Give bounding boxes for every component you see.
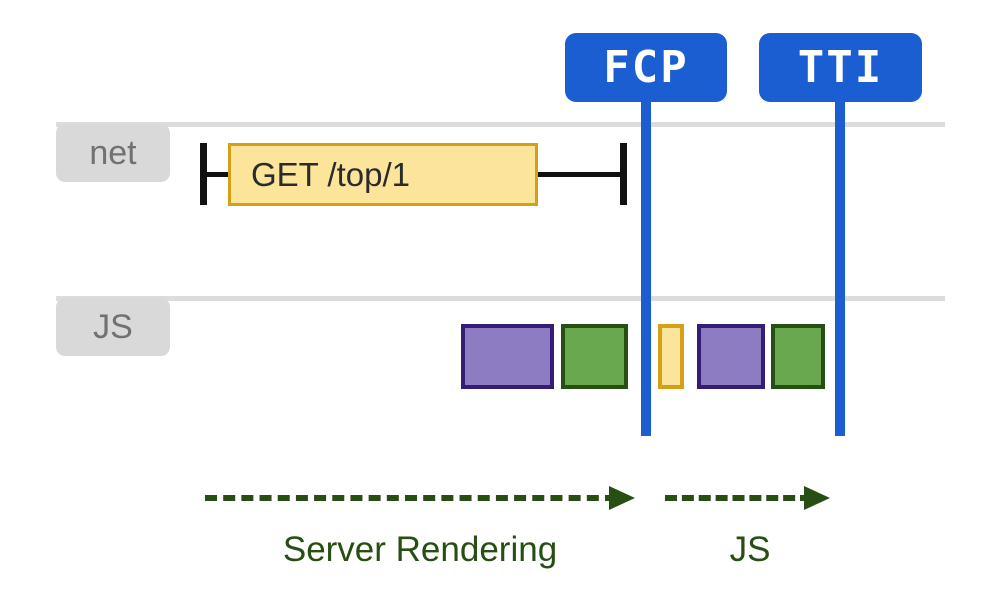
request-end-cap: [620, 143, 627, 205]
phase-arrow-sr-head-icon: [609, 486, 635, 510]
js-task-block-0[interactable]: [461, 324, 554, 389]
request-start-whisker: [203, 172, 231, 177]
phase-arrow-server-rendering: [205, 486, 635, 510]
js-task-block-4[interactable]: [771, 324, 825, 389]
request-end-whisker: [535, 172, 623, 177]
phase-label-js: JS: [729, 530, 771, 569]
milestone-badge-tti-label: TTI: [797, 42, 884, 93]
phase-arrow-js-head-icon: [804, 486, 830, 510]
track-label-net: net: [56, 124, 170, 182]
js-task-block-1[interactable]: [561, 324, 628, 389]
phase-arrow-js-line: [665, 495, 812, 501]
phase-arrow-js: [665, 486, 830, 510]
js-task-block-3[interactable]: [697, 324, 765, 389]
net-track-rule: [56, 122, 945, 127]
phase-label-server-rendering: Server Rendering: [282, 530, 558, 569]
milestone-badge-fcp-label: FCP: [603, 42, 689, 93]
track-label-js-text: JS: [93, 307, 133, 346]
phase-arrow-sr-line: [205, 495, 617, 501]
track-label-net-text: net: [89, 133, 137, 172]
milestone-badge-tti[interactable]: TTI: [759, 33, 922, 102]
js-task-block-2[interactable]: [658, 324, 684, 389]
track-label-js: JS: [56, 298, 170, 356]
milestone-line-tti: [835, 100, 845, 436]
js-track-rule: [56, 296, 945, 301]
milestone-line-fcp: [641, 100, 651, 436]
network-request-bar[interactable]: GET /top/1: [228, 143, 538, 206]
milestone-badge-fcp[interactable]: FCP: [565, 33, 727, 102]
network-request-label: GET /top/1: [251, 155, 410, 193]
